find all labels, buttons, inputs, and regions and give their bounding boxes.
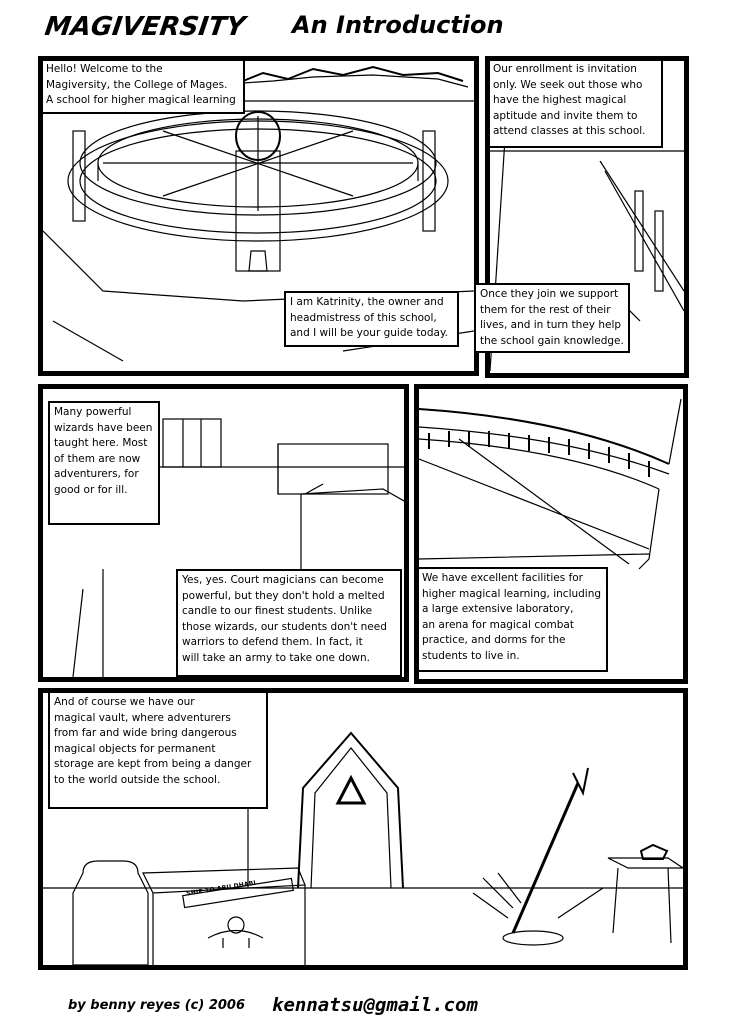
panel-vault: SHIP TO ABU DHABI And of course we have … (38, 688, 688, 970)
vault-drawing (43, 723, 683, 965)
panel-arena-closeup: We have excellent facilities for higher … (414, 384, 688, 684)
caption-vault: And of course we have our magical vault,… (48, 693, 268, 809)
caption-welcome: Hello! Welcome to the Magiversity, the C… (43, 61, 245, 114)
caption-facilities: We have excellent facilities for higher … (419, 567, 608, 672)
arena-closeup-drawing (419, 398, 682, 570)
caption-wizards: Many powerful wizards have been taught h… (48, 401, 160, 525)
panel-rooms: Many powerful wizards have been taught h… (38, 384, 409, 682)
footer-email: kennatsu@gmail.com (272, 994, 478, 1016)
caption-support: Once they join we support them for the r… (474, 283, 630, 353)
caption-court: Yes, yes. Court magicians can become pow… (176, 569, 402, 677)
panel-arena: Hello! Welcome to the Magiversity, the C… (38, 56, 479, 376)
caption-katrinity: I am Katrinity, the owner and headmistre… (284, 291, 459, 347)
caption-enrollment: Our enrollment is invitation only. We se… (490, 61, 663, 148)
footer-credit: by benny reyes (c) 2006 (68, 998, 246, 1013)
comic-title: MAGIVERSITY (42, 12, 247, 42)
arena-drawing (43, 65, 474, 362)
comic-subtitle: An Introduction (292, 11, 504, 39)
rooms-drawing (72, 418, 404, 677)
